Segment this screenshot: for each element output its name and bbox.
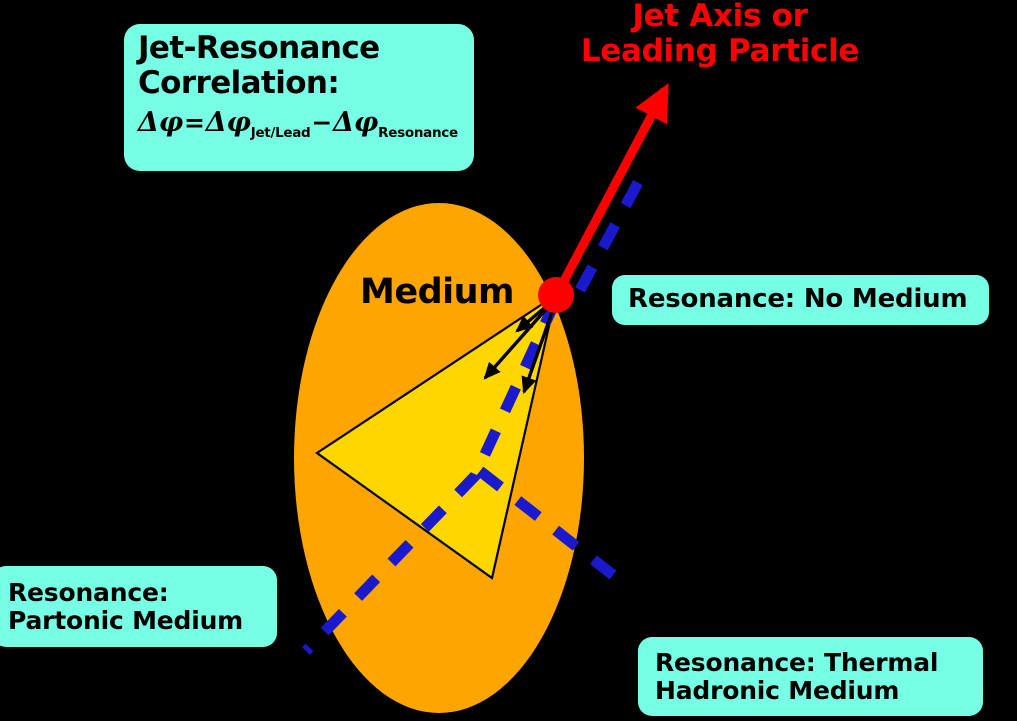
delta-phi-equation: Δφ=ΔφJet/Lead−ΔφResonance (138, 106, 460, 141)
callout-thermal-line-2: Hadronic Medium (655, 675, 900, 705)
formula-equals: = (183, 107, 205, 137)
formula-phi-3: φ (353, 106, 379, 138)
callout-no-medium-text: Resonance: No Medium (628, 284, 968, 315)
dashed-resonance-no-medium (575, 163, 652, 293)
fragment-arrow-2 (483, 296, 558, 380)
formula-phi-1: φ (158, 106, 183, 138)
formula-heading-line-1: Jet-Resonance (138, 30, 380, 66)
callout-resonance-no-medium: Resonance: No Medium (612, 275, 989, 325)
formula-delta-3: Δ (333, 106, 354, 138)
interaction-vertex (538, 277, 574, 313)
jet-axis-arrow (552, 83, 669, 299)
formula-heading-line-2: Correlation: (138, 65, 340, 102)
dashed-resonance-partonic (302, 297, 561, 655)
callout-resonance-partonic-medium: Resonance: Partonic Medium (0, 566, 277, 647)
page-title: Jet Axis or Leading Particle (580, 0, 860, 70)
callout-resonance-thermal-hadronic-medium: Resonance: Thermal Hadronic Medium (638, 637, 983, 716)
jet-resonance-formula-box: Jet-Resonance Correlation: Δφ=ΔφJet/Lead… (124, 24, 474, 171)
formula-subscript-jet: Jet/Lead (250, 124, 311, 141)
fragment-arrow-3 (521, 297, 559, 395)
formula-delta-1: Δ (138, 106, 159, 138)
formula-minus: − (311, 107, 333, 137)
formula-phi-2: φ (226, 106, 251, 138)
callout-thermal-line-1: Resonance: Thermal (655, 647, 939, 677)
formula-subscript-resonance: Resonance (378, 124, 458, 141)
callout-partonic-line-1: Resonance: (8, 577, 169, 607)
medium-label: Medium (360, 272, 515, 312)
formula-delta-2: Δ (205, 106, 227, 138)
callout-partonic-line-2: Partonic Medium (8, 605, 244, 635)
